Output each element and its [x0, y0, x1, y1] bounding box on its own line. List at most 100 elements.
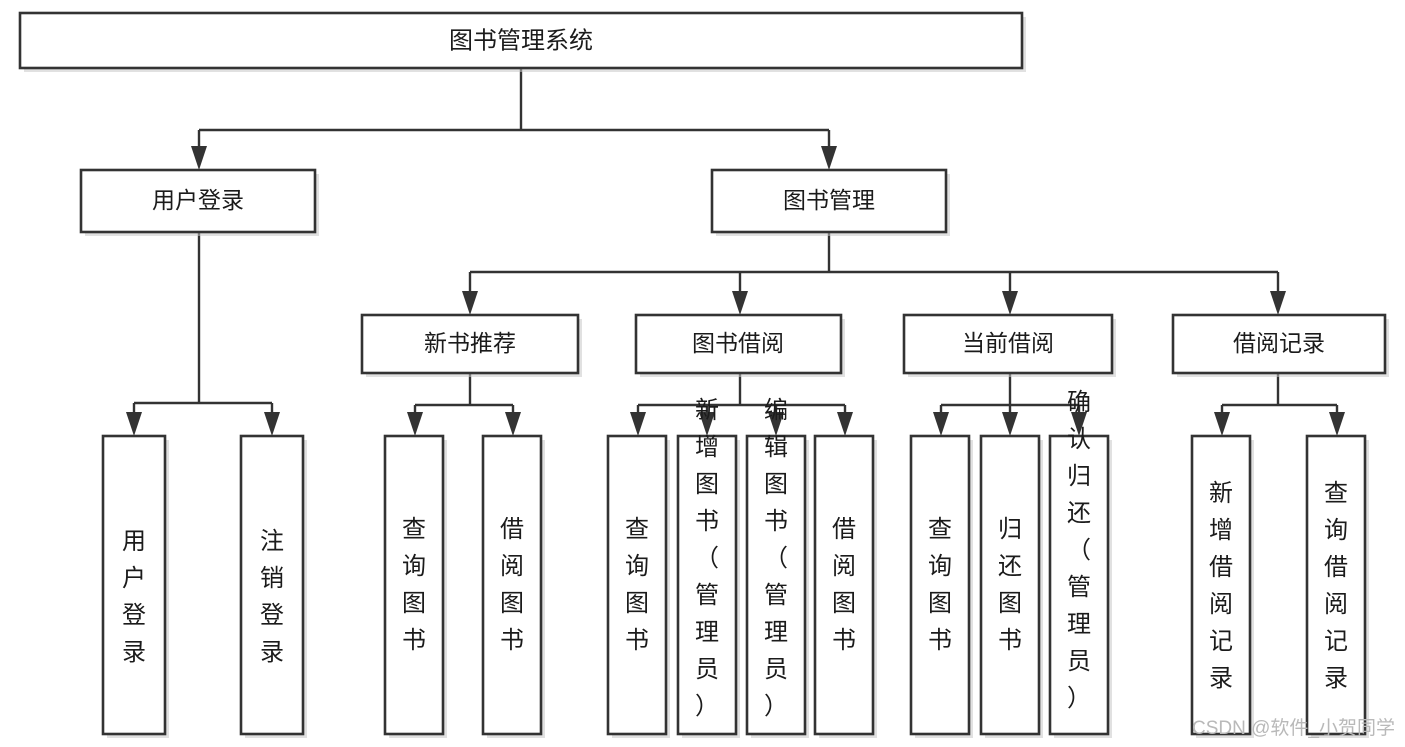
leaf-label-char: 新 [695, 397, 719, 424]
arrow-leaf-return-book [1002, 412, 1018, 436]
arrow-leaf-query-book-1 [407, 412, 423, 436]
node-book-borrow[interactable]: 图书借阅 [634, 313, 845, 377]
leaf-label-char: 户 [122, 565, 146, 592]
leaf-label-char: 图 [928, 590, 952, 617]
arrow-leaf-confirm-return [1071, 412, 1087, 436]
leaf-label-char: 借 [1209, 554, 1233, 581]
node-book-management-box [710, 168, 948, 234]
node-current-borrow[interactable]: 当前借阅 [902, 313, 1116, 377]
arrow-leaf-borrow-book-2 [837, 412, 853, 436]
leaf-label-char: 认 [1067, 426, 1091, 453]
node-leaf-edit-book-box [745, 434, 807, 736]
leaf-label-char: 还 [998, 553, 1022, 580]
leaf-label-char: 询 [402, 553, 426, 580]
node-current-borrow-label: 当前借阅 [962, 330, 1054, 356]
node-leaf-user-login-label: 用户登录 [122, 528, 146, 666]
leaf-label-char: 录 [260, 639, 284, 666]
arrow-leaf-logout-login [264, 412, 280, 436]
leaf-label-char: 确 [1067, 389, 1091, 416]
node-user-login-label: 用户登录 [152, 187, 244, 213]
leaf-label-char: 用 [122, 528, 146, 555]
node-leaf-query-book-2-box [606, 434, 668, 736]
leaf-label-char: 阅 [1209, 591, 1233, 618]
node-new-book-recommend[interactable]: 新书推荐 [360, 313, 582, 377]
leaf-label-char: 注 [260, 528, 284, 555]
arrow-leaf-edit-book [768, 412, 784, 436]
node-user-login-box [79, 168, 317, 234]
leaf-label-char: 记 [1324, 628, 1348, 655]
leaf-label-char: 员 [695, 656, 719, 683]
leaf-label-char: 书 [928, 627, 952, 654]
leaf-label-char: 查 [1324, 480, 1348, 507]
leaf-label-char: 询 [1324, 517, 1348, 544]
leaf-label-char: 借 [500, 516, 524, 543]
leaf-label-char: 图 [998, 590, 1022, 617]
arrow-leaf-borrow-book-1 [505, 412, 521, 436]
leaf-label-char: 图 [625, 590, 649, 617]
leaf-label-char: 询 [928, 553, 952, 580]
leaf-label-char: 销 [260, 565, 284, 592]
node-user-login[interactable]: 用户登录 [79, 168, 319, 236]
arrow-to-book-borrow [732, 291, 748, 315]
node-leaf-query-book-1-box [383, 434, 445, 736]
node-new-book-recommend-box [360, 313, 580, 375]
leaf-label-char: 理 [695, 619, 719, 646]
node-book-management-label: 图书管理 [783, 187, 875, 213]
leaf-label-char: 借 [1324, 554, 1348, 581]
node-book-borrow-label: 图书借阅 [692, 330, 784, 356]
leaf-label-char: 理 [1067, 611, 1091, 638]
node-root[interactable]: 图书管理系统 [18, 11, 1026, 72]
leaf-label-char: （ [764, 545, 788, 572]
leaf-label-char: 理 [764, 619, 788, 646]
leaf-label-char: 书 [832, 627, 856, 654]
node-book-management[interactable]: 图书管理 [710, 168, 950, 236]
leaf-label-char: 增 [695, 434, 719, 461]
node-leaf-return-book-box [979, 434, 1041, 736]
node-book-borrow-box [634, 313, 843, 375]
node-leaf-query-book-3-box [909, 434, 971, 736]
connector-layer [126, 68, 1345, 436]
csdn-watermark: CSDN @软件_小贺同学 [1192, 717, 1395, 739]
node-leaf-user-login[interactable]: 用户登录 [101, 434, 169, 738]
arrow-to-userlogin [191, 146, 207, 170]
leaf-label-char: 借 [832, 516, 856, 543]
node-leaf-add-record-box [1190, 434, 1252, 736]
leaf-label-char: 图 [500, 590, 524, 617]
leaf-label-char: 归 [998, 516, 1022, 543]
leaf-label-char: 登 [122, 602, 146, 629]
leaf-label-char: 录 [122, 639, 146, 666]
leaf-label-char: 增 [1209, 517, 1233, 544]
node-new-book-recommend-label: 新书推荐 [424, 330, 516, 356]
leaf-label-char: 图 [402, 590, 426, 617]
arrow-to-new-book-recommend [462, 291, 478, 315]
node-current-borrow-box [902, 313, 1114, 375]
node-borrow-record-box [1171, 313, 1387, 375]
leaf-label-char: 询 [625, 553, 649, 580]
arrow-leaf-add-book [699, 412, 715, 436]
node-root-box [18, 11, 1024, 70]
leaf-label-char: 查 [625, 516, 649, 543]
arrow-to-borrow-record [1270, 291, 1286, 315]
arrow-to-bookmgmt [821, 146, 837, 170]
node-borrow-record[interactable]: 借阅记录 [1171, 313, 1389, 377]
